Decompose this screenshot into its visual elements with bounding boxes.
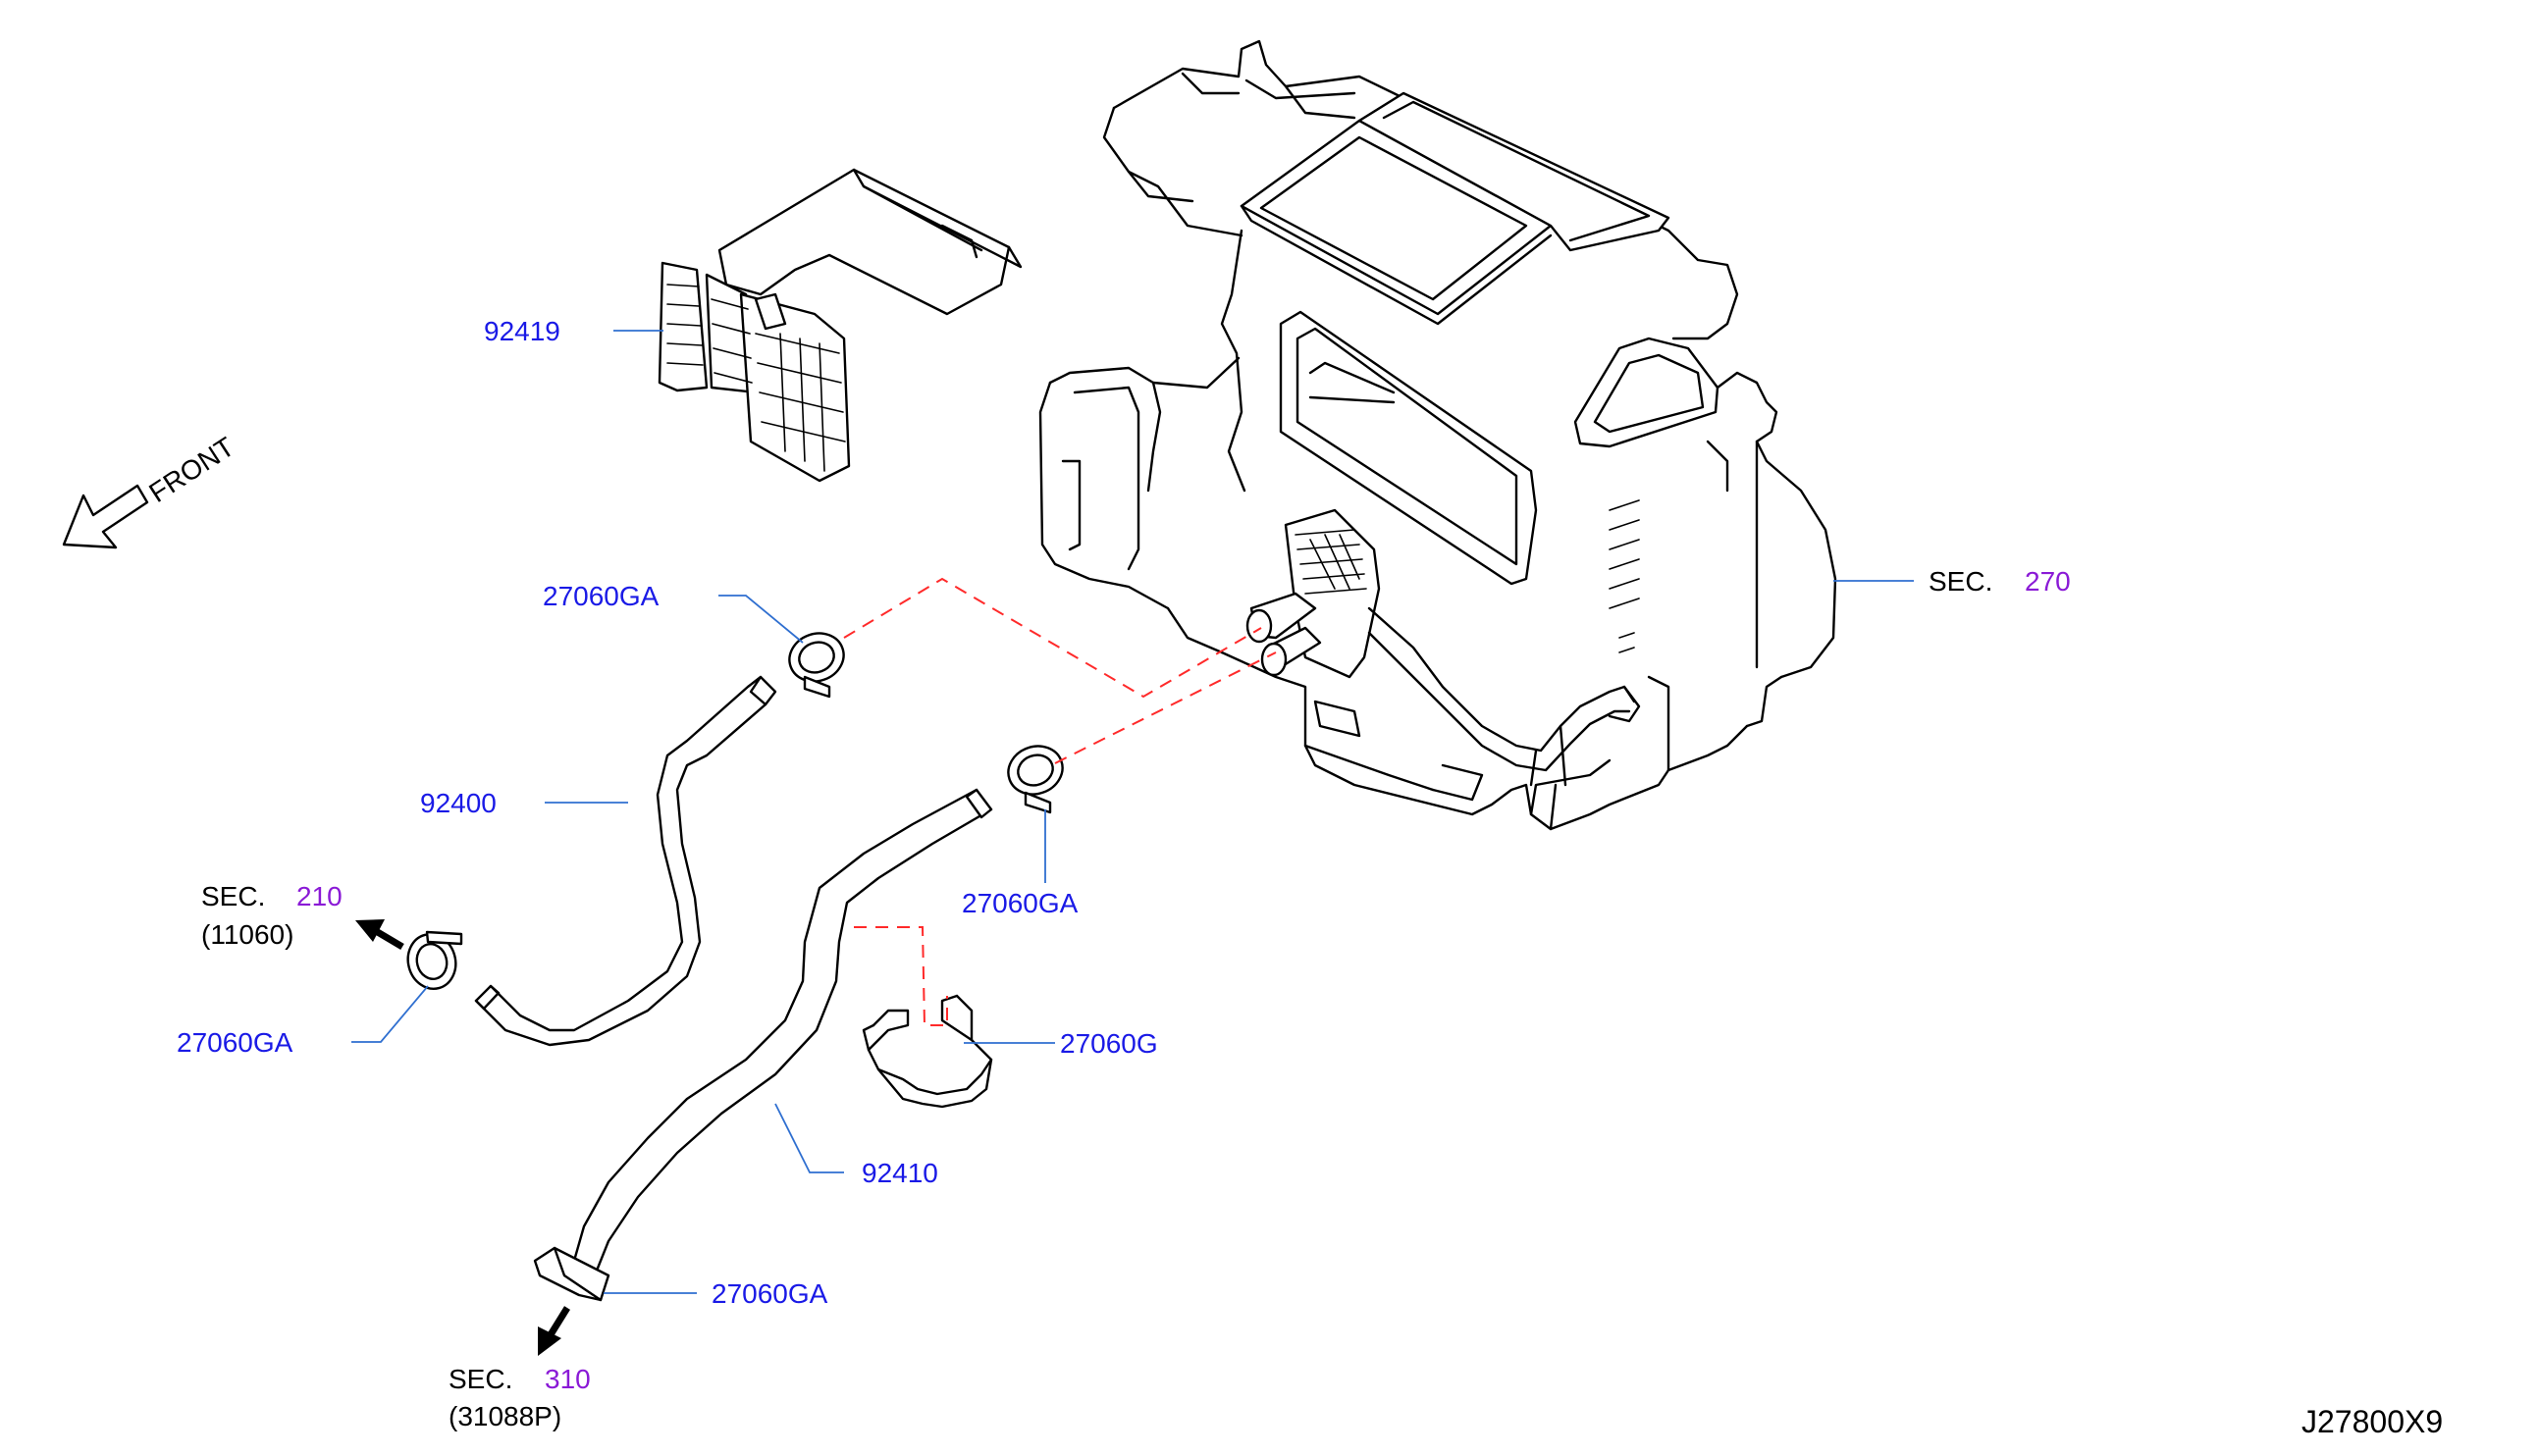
sec-210-sub: (11060)	[201, 919, 293, 950]
sec-210-prefix: SEC.	[201, 881, 265, 911]
front-label: FRONT	[143, 432, 239, 509]
label-92419: 92419	[484, 316, 560, 346]
sec-310-sub: (31088P)	[449, 1401, 561, 1431]
sec-270-prefix: SEC.	[1929, 566, 1992, 597]
hose-92400	[474, 675, 777, 1047]
reference-dashed-lines	[843, 577, 1277, 1026]
label-27060ga-middle: 27060GA	[962, 888, 1079, 918]
sec-310-number: 310	[545, 1364, 591, 1394]
label-92410: 92410	[862, 1158, 938, 1188]
label-27060ga-left: 27060GA	[177, 1027, 293, 1058]
hose-92410	[572, 788, 993, 1273]
sec-310-arrow-icon	[538, 1306, 570, 1356]
clamp-27060ga-middle	[1007, 745, 1064, 814]
sec-210-arrow-icon	[355, 919, 404, 951]
sec-210-number: 210	[296, 881, 343, 911]
front-arrow-icon	[62, 484, 149, 549]
clamp-27060ga-bottom	[533, 1246, 610, 1302]
clamp-27060ga-top	[788, 632, 845, 699]
clamp-27060ga-left	[406, 930, 463, 990]
leader-lines	[351, 330, 1914, 1294]
label-27060ga-bottom: 27060GA	[712, 1278, 828, 1309]
label-92400: 92400	[420, 788, 497, 818]
sec-310-prefix: SEC.	[449, 1364, 512, 1394]
clip-27060g	[862, 994, 993, 1109]
label-27060ga-top: 27060GA	[543, 581, 660, 611]
heater-unit-assembly	[1038, 39, 1837, 831]
sec-270-number: 270	[2025, 566, 2071, 597]
label-27060g: 27060G	[1060, 1028, 1158, 1059]
drawing-code: J27800X9	[2301, 1404, 2443, 1439]
bracket-92419	[658, 168, 1023, 483]
